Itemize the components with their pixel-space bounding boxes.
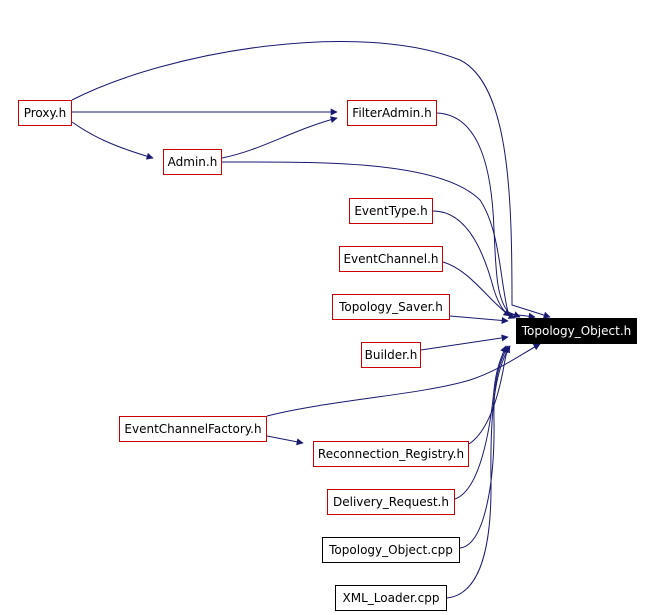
node-xml-loader-cpp[interactable]: XML_Loader.cpp xyxy=(335,585,447,611)
edge-eventchannelfactory-to-reconnection_registry xyxy=(266,435,304,446)
edge-xml_loader-to-topology_object_h xyxy=(446,345,511,599)
edge-proxy-to-topology_object_h xyxy=(71,40,551,319)
node-topology-object-h: Topology_Object.h xyxy=(516,318,637,344)
edge-eventchannel-to-topology_object_h xyxy=(442,261,511,317)
node-eventchannel-h[interactable]: EventChannel.h xyxy=(339,246,443,272)
node-builder-h[interactable]: Builder.h xyxy=(361,342,421,368)
edge-eventchannelfactory-to-topology_object_h xyxy=(266,343,541,417)
edge-builder-to-topology_object_h xyxy=(420,334,509,351)
node-admin-h[interactable]: Admin.h xyxy=(163,149,222,175)
edge-topology_object_cpp-to-topology_object_h xyxy=(459,345,509,549)
edge-admin-to-topology_object_h xyxy=(221,161,521,318)
node-filteradmin-h[interactable]: FilterAdmin.h xyxy=(347,100,437,126)
node-topology-saver-h[interactable]: Topology_Saver.h xyxy=(332,294,450,320)
node-reconnection-registry-h[interactable]: Reconnection_Registry.h xyxy=(313,441,469,467)
node-topology-object-cpp[interactable]: Topology_Object.cpp xyxy=(322,537,460,563)
edge-delivery_request-to-topology_object_h xyxy=(454,345,507,500)
node-eventchannelfactory-h[interactable]: EventChannelFactory.h xyxy=(119,416,267,442)
node-delivery-request-h[interactable]: Delivery_Request.h xyxy=(327,489,455,515)
node-eventtype-h[interactable]: EventType.h xyxy=(349,198,433,224)
node-proxy-h[interactable]: Proxy.h xyxy=(18,100,72,126)
edge-topology_saver-to-topology_object_h xyxy=(449,315,509,324)
edge-admin-to-filteradmin xyxy=(221,116,338,159)
edge-filteradmin-to-topology_object_h xyxy=(436,112,536,320)
edge-proxy-to-admin xyxy=(71,121,154,160)
